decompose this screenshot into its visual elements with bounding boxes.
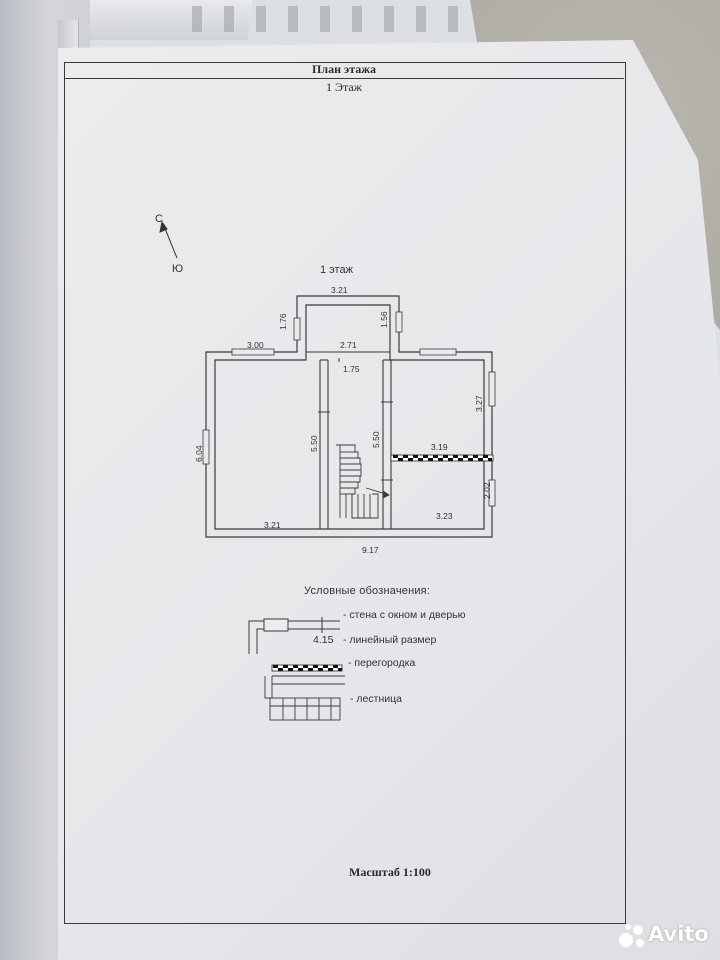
dim-total-width: 9.17: [362, 545, 379, 555]
dim-top-annex-width: 3.21: [331, 285, 348, 295]
page-subtitle: 1 Этаж: [326, 80, 362, 94]
doors: [318, 358, 393, 481]
legend-title: Условные обозначения:: [304, 585, 431, 597]
dim-annex-inner-width: 2.71: [340, 340, 357, 350]
interior-walls: [306, 351, 392, 529]
dim-hall-height: 5.50: [371, 431, 381, 448]
windows: [202, 311, 496, 507]
legend-item-stairs-text: - лестница: [350, 693, 402, 705]
dim-right-top-height: 3.27: [474, 395, 484, 412]
compass-north-label: С: [155, 213, 163, 225]
page-title: План этажа: [312, 62, 376, 76]
dim-annex-right-height: 1.56: [379, 311, 389, 328]
legend-wall-sample: [248, 617, 340, 654]
legend-item-partition-text: - перегородка: [348, 657, 416, 669]
dim-right-bottom-height: 2.02: [482, 482, 492, 499]
drawing-frame: [64, 62, 626, 924]
dim-right-bottom-width: 3.23: [436, 511, 453, 521]
dim-left-bottom-width: 3.21: [264, 520, 281, 530]
dim-hall-width: 1.75: [343, 364, 360, 374]
partition-wall: [390, 454, 494, 462]
dim-right-top-width: 3.19: [431, 442, 448, 452]
legend-stairs-sample: [264, 675, 345, 721]
compass-south-label: Ю: [172, 263, 184, 275]
compass-arrow-icon: [159, 220, 178, 259]
floor-label: 1 этаж: [320, 264, 353, 276]
dim-left-top-width: 3.00: [247, 340, 264, 350]
outer-walls: [205, 295, 493, 538]
legend-item-dimension-text: - линейный размер: [343, 634, 437, 646]
legend-item-wall-text: - стена с окном и дверью: [343, 609, 466, 621]
staircase: [336, 444, 390, 519]
dim-annex-left-height: 1.76: [278, 313, 288, 330]
title-divider: [64, 78, 624, 79]
scale-label: Масштаб 1:100: [349, 865, 431, 879]
document-page: [58, 40, 720, 960]
binder-holes: [170, 6, 470, 32]
legend-partition-sample: [271, 664, 343, 672]
watermark-text: Avito: [648, 922, 709, 946]
avito-dots-icon: [619, 924, 644, 947]
dim-left-room-height: 5.50: [309, 435, 319, 452]
legend-item-dimension-sample: 4.15: [313, 634, 334, 646]
dim-total-height: 6.04: [194, 445, 204, 462]
